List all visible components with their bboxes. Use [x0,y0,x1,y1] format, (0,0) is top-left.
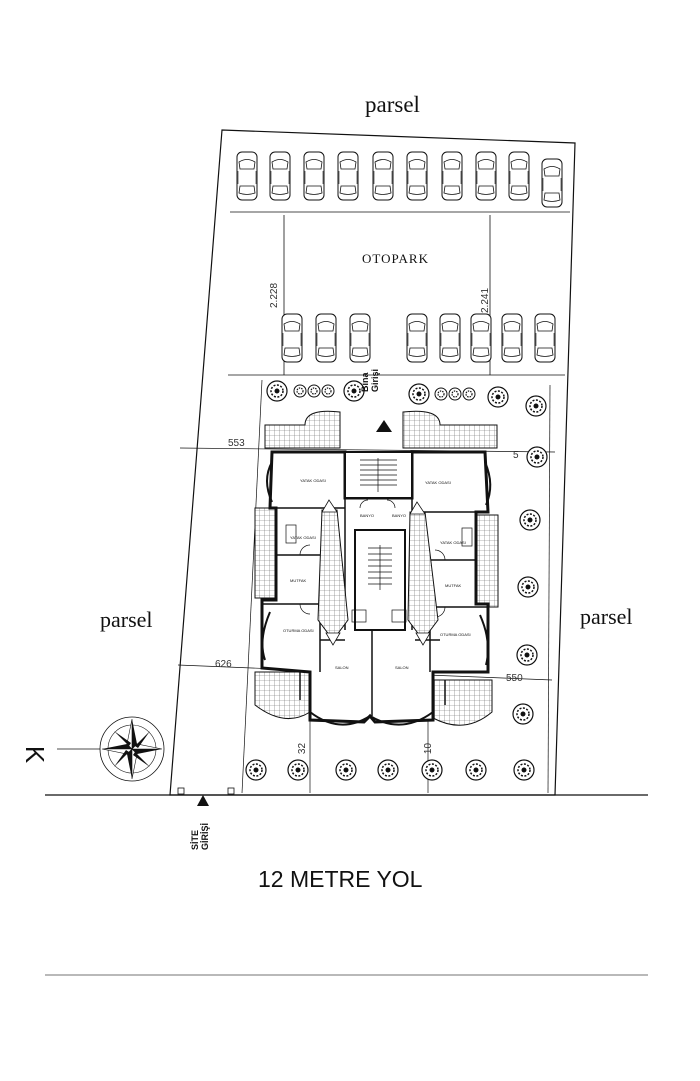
site-entrance-label: SİTE GİRİŞİ [190,823,210,850]
parking-label: OTOPARK [362,251,429,266]
site-entrance-line-1: SİTE [190,829,200,850]
room-label: SALON [395,665,409,670]
site-entrance-arrow-icon [197,795,209,806]
room-label: YATAK ODASI [290,535,316,540]
north-letter: K [20,745,51,764]
room-label: MUTFAK [445,583,462,588]
room-label: OTURMA ODASI [283,628,314,633]
parcel-label-left: parsel [100,607,153,632]
room-label: YATAK ODASI [440,540,466,545]
building-entrance-line-1: Bina [360,372,370,392]
room-label: YATAK ODASI [425,480,451,485]
room-label: YATAK ODASI [300,478,326,483]
parking-row-bottom [281,313,556,363]
building-entrance-label: Bina Girişi [360,369,380,392]
compass-rose-icon [57,716,165,782]
parcel-label-right: parsel [580,604,633,629]
room-label: BANYO [392,513,407,518]
parking-grid [228,211,570,376]
room-label: BANYO [360,513,375,518]
dimension-label: 5 [513,450,519,461]
room-label: OTURMA ODASI [440,632,471,637]
site-entrance-line-2: GİRİŞİ [200,822,210,850]
building-entrance-arrow-icon [376,420,392,432]
dimension-label: 550 [506,673,523,684]
parking-row-top [236,151,563,208]
dimension-label: 553 [228,438,245,449]
dimension-label: 2.228 [269,282,281,309]
parcel-label-top: parsel [365,92,420,117]
building-footprint [254,410,499,726]
dimension-label: 10 [423,742,435,755]
room-label: SALON [335,665,349,670]
dimension-label: 2.241 [480,287,492,314]
dimension-label: 626 [215,659,232,670]
entrance-shrubs [293,384,476,401]
road-label: 12 METRE YOL [258,866,423,892]
room-label: MUTFAK [290,578,307,583]
building-entrance-line-2: Girişi [370,368,380,392]
dimension-label: 32 [297,742,309,755]
